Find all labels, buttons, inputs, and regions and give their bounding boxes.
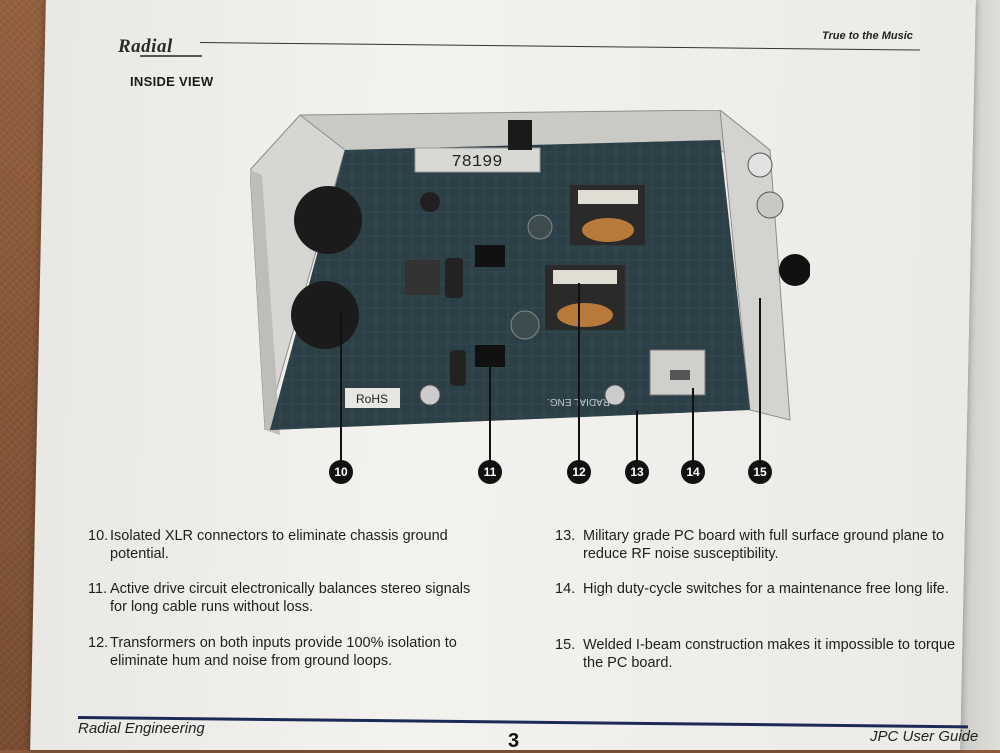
item-text: Transformers on both inputs provide 100%… <box>110 635 457 669</box>
callout-13: 13 <box>625 460 649 484</box>
tagline: True to the Music <box>822 30 913 42</box>
callout-line-15 <box>759 298 761 462</box>
serial-label: 78199 <box>451 153 502 172</box>
callout-line-14 <box>692 388 694 462</box>
item-number: 13. <box>555 528 576 544</box>
feature-item: 15. Welded I-beam construction makes it … <box>555 636 965 672</box>
header-rule <box>199 42 920 51</box>
feature-item: 11. Active drive circuit electronically … <box>88 580 488 616</box>
feature-item: 14. High duty-cycle switches for a maint… <box>555 580 965 598</box>
footer-company: Radial Engineering <box>78 720 205 737</box>
item-text: Isolated XLR connectors to eliminate cha… <box>110 528 448 562</box>
feature-item: 13. Military grade PC board with full su… <box>555 527 965 563</box>
page-number: 3 <box>508 730 520 752</box>
item-number: 12. <box>88 635 109 651</box>
item-text: Military grade PC board with full surfac… <box>583 528 945 562</box>
item-text: Welded I-beam construction makes it impo… <box>583 637 956 671</box>
device-inside-photo: 78199 RoHS RADIAL ENG. <box>250 110 810 435</box>
radial-logo: Radial <box>118 36 173 57</box>
feature-item: 12. Transformers on both inputs provide … <box>88 634 488 670</box>
rohs-label: RoHS <box>356 392 388 406</box>
callout-line-10 <box>340 312 342 462</box>
callout-14: 14 <box>681 460 705 484</box>
callout-line-11 <box>489 345 491 462</box>
item-text: High duty-cycle switches for a maintenan… <box>583 581 949 597</box>
callout-10: 10 <box>329 460 353 484</box>
footer-rule <box>77 716 968 729</box>
callout-line-13 <box>636 410 638 462</box>
item-text: Active drive circuit electronically bala… <box>110 581 471 615</box>
logo-underline <box>140 55 202 57</box>
item-number: 10. <box>88 528 109 544</box>
item-number: 11. <box>88 581 108 597</box>
callout-15: 15 <box>748 460 772 484</box>
feature-item: 10. Isolated XLR connectors to eliminate… <box>88 527 488 563</box>
callout-line-12 <box>578 283 580 462</box>
callout-11: 11 <box>478 460 502 484</box>
item-number: 15. <box>555 637 576 653</box>
section-title: INSIDE VIEW <box>130 74 214 89</box>
callout-12: 12 <box>567 460 591 484</box>
footer-guide-title: JPC User Guide <box>870 728 979 745</box>
item-number: 14. <box>555 581 576 597</box>
